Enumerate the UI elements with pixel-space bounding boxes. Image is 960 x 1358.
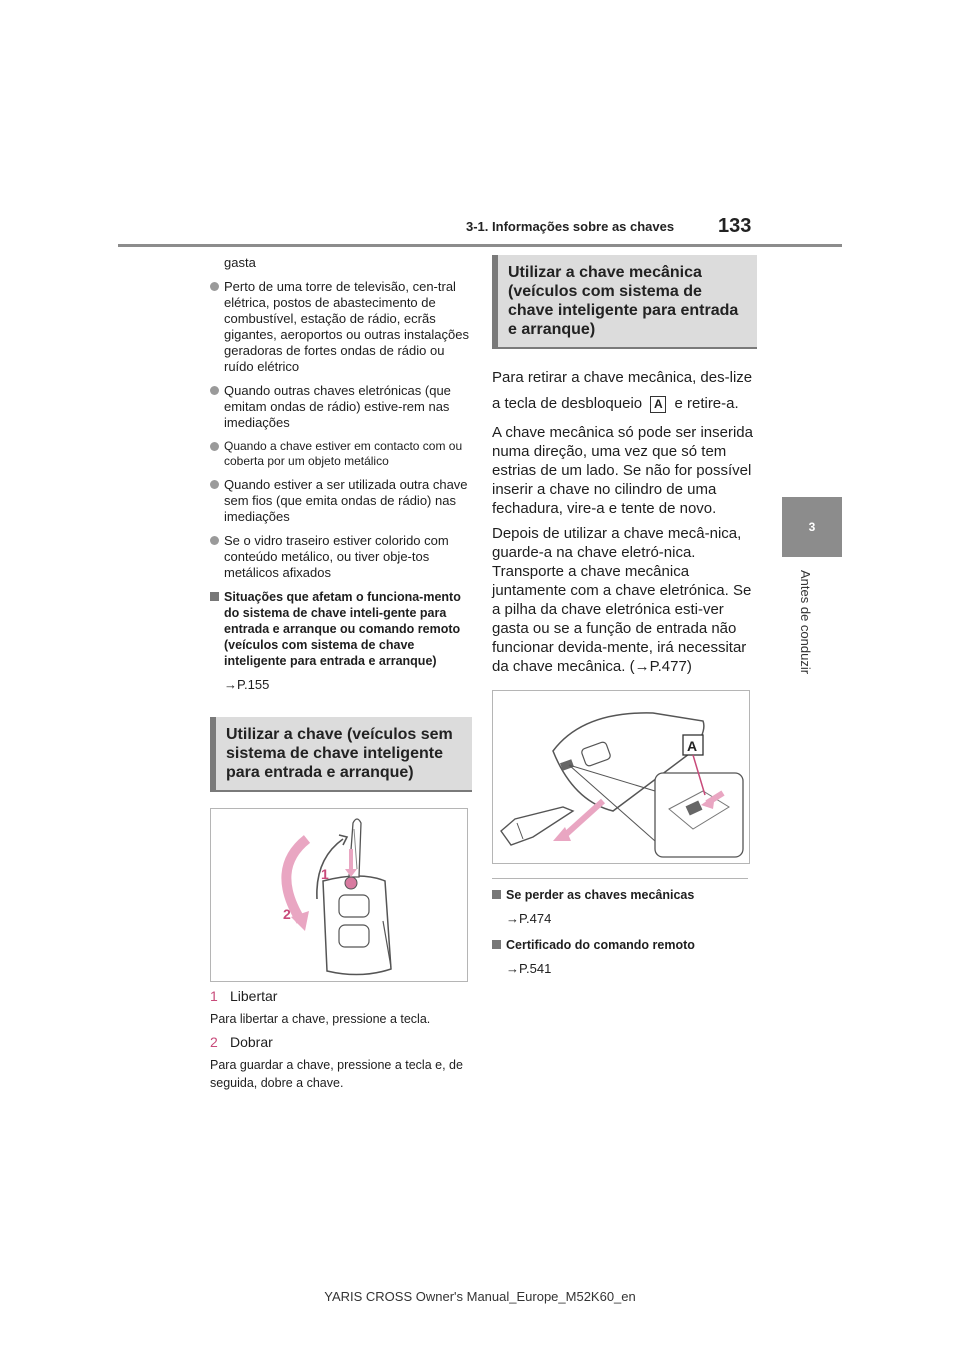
step-item: 1 Libertar xyxy=(210,988,472,1004)
bullet-text: Quando outras chaves eletrónicas (que em… xyxy=(224,383,451,430)
flip-key-illustration: 1 2 xyxy=(281,818,392,976)
bullet-dot-icon xyxy=(210,442,219,451)
page-reference: →P.155 xyxy=(224,677,270,692)
footer: YARIS CROSS Owner's Manual_Europe_M52K60… xyxy=(324,1289,636,1304)
figure-label-a: A xyxy=(687,738,697,754)
header-section-title: 3-1. Informações sobre as chaves xyxy=(466,219,675,234)
bullet-dot-icon xyxy=(210,386,219,395)
chapter-label: Antes de conduzir xyxy=(798,570,813,675)
bullet-dot-icon xyxy=(210,480,219,489)
bullet-item: Perto de uma torre de televisão, cen-tra… xyxy=(210,279,472,375)
mechanical-key-figure: A xyxy=(492,690,750,864)
page-reference: →P.541 xyxy=(506,961,552,976)
paragraph: A chave mecânica só pode ser inserida nu… xyxy=(492,424,753,517)
bullet-item: Quando estiver a ser utilizada outra cha… xyxy=(210,477,472,525)
mechanical-key-illustration: A xyxy=(500,712,744,858)
step-description: Para libertar a chave, pressione a tecla… xyxy=(210,1012,431,1026)
flip-key-figure: 1 2 xyxy=(210,808,468,982)
chapter-number: 3 xyxy=(808,520,816,534)
continued-text: gasta xyxy=(224,255,256,270)
bullet-text: Perto de uma torre de televisão, cen-tra… xyxy=(224,279,469,374)
figure-label-1: 1 xyxy=(321,866,329,882)
step-label: Dobrar xyxy=(230,1034,273,1050)
bullet-item: Se o vidro traseiro estiver colorido com… xyxy=(210,533,472,581)
key-label-box: A xyxy=(650,395,667,413)
section-heading: Utilizar a chave (veículos sem sistema d… xyxy=(210,717,472,790)
bullet-dot-icon xyxy=(210,282,219,291)
section-underline xyxy=(210,790,472,792)
square-heading-text: Certificado do comando remoto xyxy=(506,938,695,952)
paragraph: Para retirar a chave mecânica, des-lize … xyxy=(492,365,757,417)
page-reference: →P.474 xyxy=(506,911,552,926)
square-bullet-icon xyxy=(492,890,501,899)
bullet-text: Quando a chave estiver em contacto com o… xyxy=(224,439,463,468)
step-label: Libertar xyxy=(230,988,278,1004)
chapter-tab: 3 xyxy=(782,497,842,557)
step-item: 2 Dobrar xyxy=(210,1034,472,1050)
figure-label-2: 2 xyxy=(283,906,291,922)
square-heading: Situações que afetam o funciona-mento do… xyxy=(210,589,472,669)
square-bullet-icon xyxy=(210,592,219,601)
bullet-item: Quando outras chaves eletrónicas (que em… xyxy=(210,383,472,431)
paragraph-text: e retire-a. xyxy=(674,395,739,412)
square-heading-text: Se perder as chaves mecânicas xyxy=(506,888,695,902)
bullet-dot-icon xyxy=(210,536,219,545)
section-underline xyxy=(492,347,757,349)
bullet-text: Quando estiver a ser utilizada outra cha… xyxy=(224,477,468,524)
header-rule xyxy=(118,244,842,247)
paragraph: Depois de utilizar a chave mecâ-nica, gu… xyxy=(492,525,752,675)
square-heading: Certificado do comando remoto xyxy=(492,937,757,953)
square-heading: Se perder as chaves mecânicas xyxy=(492,887,757,903)
step-description: Para guardar a chave, pressione a tecla … xyxy=(210,1058,463,1090)
square-bullet-icon xyxy=(492,940,501,949)
page-number: 133 xyxy=(718,215,752,237)
step-number: 1 xyxy=(210,988,218,1004)
left-column: gasta Perto de uma torre de televisão, c… xyxy=(210,255,472,1098)
paragraph-text: Para retirar a chave mecânica, des-lize … xyxy=(492,369,753,412)
bullet-item: Quando a chave estiver em contacto com o… xyxy=(210,439,472,469)
bullet-text: Se o vidro traseiro estiver colorido com… xyxy=(224,533,449,580)
square-heading-text: Situações que afetam o funciona-mento do… xyxy=(224,590,461,668)
right-column: Utilizar a chave mecânica (veículos com … xyxy=(492,255,757,987)
step-number: 2 xyxy=(210,1034,218,1050)
section-heading: Utilizar a chave mecânica (veículos com … xyxy=(492,255,757,347)
